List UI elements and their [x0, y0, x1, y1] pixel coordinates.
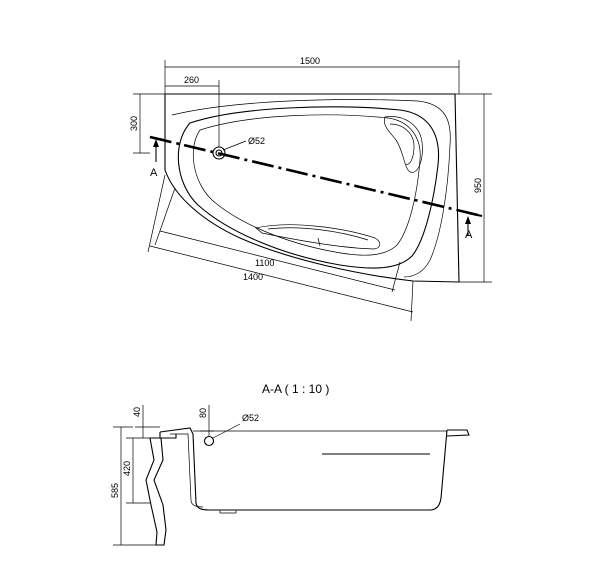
basin-inner-contour — [192, 114, 421, 256]
drain-leader-line — [222, 140, 247, 151]
dim-1400-ext-right — [410, 280, 414, 322]
dim-80-label: 80 — [198, 408, 208, 418]
dim-1100-ext-left — [154, 187, 176, 246]
plan-drain-label: Ø52 — [248, 136, 265, 146]
section-rim-right — [446, 429, 470, 437]
section-mark-left: A — [150, 167, 158, 179]
dim-300-label: 300 — [129, 116, 139, 131]
dim-1400-label: 1400 — [243, 272, 263, 282]
dim-1400-line — [149, 245, 414, 313]
dim-950-label: 950 — [473, 178, 483, 193]
section-tub-inner — [170, 433, 204, 508]
dim-420-label: 420 — [122, 461, 132, 476]
section-line-a-a — [149, 135, 483, 218]
section-end-left — [149, 136, 165, 141]
section-view: A-A ( 1 : 10 ) Ø52 40 80 420 — [110, 382, 470, 546]
armrest-contour — [255, 224, 381, 250]
bathtub-outer-rim — [164, 93, 460, 283]
section-foot-pad — [219, 510, 237, 514]
dim-585-label: 585 — [110, 483, 120, 498]
dim-1400-ext-left — [147, 174, 166, 253]
section-arrow-left-head — [153, 139, 159, 147]
section-tub-profile — [159, 427, 448, 511]
section-title: A-A ( 1 : 10 ) — [262, 382, 329, 396]
section-support-leg — [145, 437, 167, 546]
bathtub-rim-inner — [171, 99, 451, 278]
dim-1500-label: 1500 — [300, 56, 320, 66]
section-drain-leader — [212, 423, 241, 439]
dim-1100-label: 1100 — [255, 258, 274, 268]
section-drain-label: Ø52 — [242, 413, 259, 423]
dim-40-label: 40 — [132, 407, 142, 417]
section-overflow-circle — [203, 435, 215, 447]
dim-260-label: 260 — [184, 75, 199, 85]
armrest-tick — [317, 237, 321, 247]
section-arrow-right-head — [465, 216, 471, 224]
dim-1100-ext-right — [391, 261, 401, 293]
section-end-right — [467, 212, 483, 217]
section-rim-left — [159, 432, 177, 439]
armrest-inner — [267, 227, 369, 241]
basin-outer-contour — [177, 106, 440, 269]
plan-view: Ø52 A A 1500 260 300 950 1 — [129, 56, 492, 322]
section-mark-right: A — [465, 229, 473, 241]
dim-1100-line — [159, 230, 396, 291]
headrest-contour — [384, 116, 423, 173]
headrest-inner — [389, 123, 415, 165]
